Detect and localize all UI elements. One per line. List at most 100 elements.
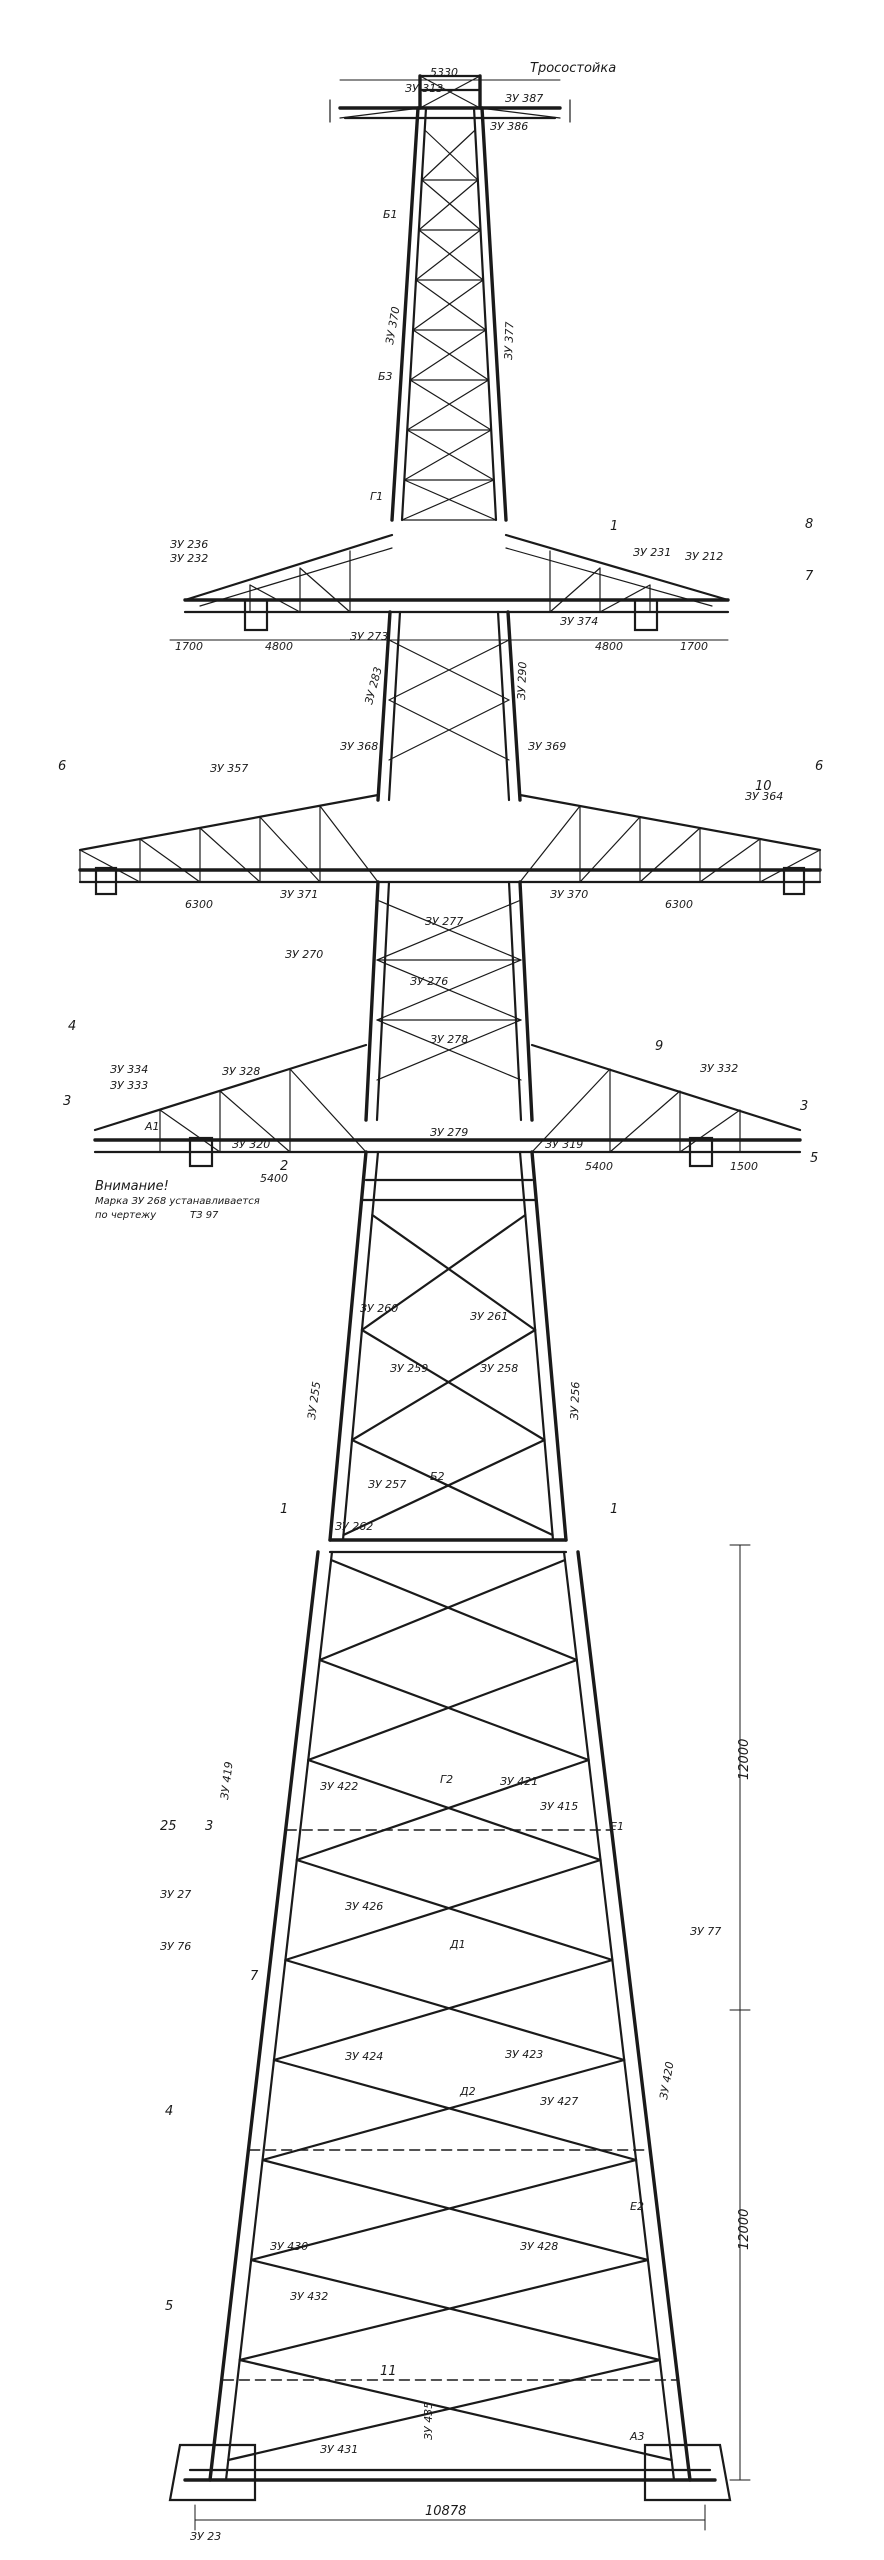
section-mark: 2 xyxy=(280,1159,288,1174)
part-label: ЗУ 320 xyxy=(232,1138,270,1151)
part-label: ЗУ 256 xyxy=(568,1381,582,1420)
part-label: ЗУ 368 xyxy=(340,740,378,753)
part-label: ЗУ 428 xyxy=(520,2240,558,2253)
part-label: Е1 xyxy=(610,1820,624,1833)
section-mark: 8 xyxy=(805,517,813,532)
section-mark: 10 xyxy=(755,779,772,794)
dim-arm2-right: 6300 xyxy=(665,898,693,911)
part-label: ЗУ 77 xyxy=(690,1925,721,1938)
part-label: ЗУ 370 xyxy=(550,888,588,901)
section-mark: 7 xyxy=(805,569,814,584)
part-label: ЗУ 357 xyxy=(210,762,248,775)
mast-segment-3 xyxy=(364,880,534,1122)
part-label: ЗУ 426 xyxy=(345,1900,383,1913)
part-label: ЗУ 427 xyxy=(540,2095,578,2108)
part-label: ЗУ 273 xyxy=(350,630,388,643)
dim-arm1-mid-left: 4800 xyxy=(265,640,293,653)
part-label: ЗУ 332 xyxy=(700,1062,738,1075)
part-label: ЗУ 334 xyxy=(110,1063,148,1076)
section-mark: 7 xyxy=(250,1969,259,1984)
part-label: ЗУ 276 xyxy=(410,975,448,988)
part-label: ЗУ 319 xyxy=(545,1138,583,1151)
middle-body xyxy=(328,1150,568,1554)
part-label: ЗУ 431 xyxy=(320,2443,358,2456)
part-label: ЗУ 290 xyxy=(515,661,529,700)
section-mark: 3 xyxy=(800,1099,808,1114)
upper-mast xyxy=(390,106,508,522)
section-mark: 4 xyxy=(165,2104,173,2119)
part-label: ЗУ 371 xyxy=(280,888,318,901)
dim-arm2-left: 6300 xyxy=(185,898,213,911)
part-label: ЗУ 420 xyxy=(657,2061,676,2101)
crossarm-1 xyxy=(183,533,730,632)
dim-arm3-outer: 1500 xyxy=(730,1160,758,1173)
part-label: ЗУ 387 xyxy=(505,92,543,105)
section-mark: 1 xyxy=(610,1502,618,1517)
part-label: Д1 xyxy=(449,1938,466,1951)
note-line-2: Марка ЗУ 268 устанавливается xyxy=(95,1196,260,1207)
section-mark: 5 xyxy=(810,1151,818,1166)
part-label: Б3 xyxy=(378,370,393,383)
part-label: ЗУ 430 xyxy=(270,2240,308,2253)
part-label: ЗУ 259 xyxy=(390,1362,428,1375)
part-label: Г2 xyxy=(440,1773,453,1786)
crossarm-2 xyxy=(78,793,822,896)
dim-arm3-right: 5400 xyxy=(585,1160,613,1173)
part-label: ЗУ 369 xyxy=(528,740,566,753)
peak-section xyxy=(329,74,571,123)
part-label: ЗУ 364 xyxy=(745,790,783,803)
part-label: ЗУ 260 xyxy=(360,1302,398,1315)
part-label: ЗУ 424 xyxy=(345,2050,383,2063)
dim-arm1-right: 1700 xyxy=(680,640,708,653)
dim-arm1-mid-right: 4800 xyxy=(595,640,623,653)
part-label: ЗУ 415 xyxy=(540,1800,578,1813)
part-label: ЗУ 386 xyxy=(490,120,528,133)
part-label: ЗУ 261 xyxy=(470,1310,508,1323)
mast-segment-2 xyxy=(376,610,522,802)
section-mark: 4 xyxy=(68,1019,76,1034)
part-label: ЗУ 333 xyxy=(110,1079,148,1092)
part-label: Б2 xyxy=(430,1470,445,1483)
part-label: ЗУ 313 xyxy=(405,82,443,95)
section-mark: 1 xyxy=(610,519,618,534)
part-label: ЗУ 377 xyxy=(502,321,516,360)
part-label: ЗУ 27 xyxy=(160,1888,191,1901)
note-line-3: по чертежу xyxy=(95,1210,157,1221)
section-mark: 5 xyxy=(165,2299,173,2314)
dim-height-lower: 12000 xyxy=(737,2209,752,2250)
part-label: ЗУ 277 xyxy=(425,915,463,928)
part-label: ЗУ 236 xyxy=(170,538,208,551)
part-label: ЗУ 374 xyxy=(560,615,598,628)
top-width-dim: 5330 xyxy=(430,66,458,79)
dim-base-width: 10878 xyxy=(425,2504,466,2519)
part-label: ЗУ 422 xyxy=(320,1780,358,1793)
part-label: Г1 xyxy=(370,490,383,503)
note-line-1: Внимание! xyxy=(95,1179,169,1194)
dim-height-upper: 12000 xyxy=(737,1739,752,1780)
note-line-4: ТЗ 97 xyxy=(190,1210,219,1221)
part-label: ЗУ 231 xyxy=(633,546,671,559)
part-label: А3 xyxy=(629,2430,645,2443)
part-label: Е2 xyxy=(630,2200,644,2213)
part-label: ЗУ 283 xyxy=(362,665,384,705)
section-mark: 1 xyxy=(280,1502,288,1517)
section-mark: 9 xyxy=(655,1039,663,1054)
top-label: Тросостойка xyxy=(530,61,616,76)
part-label: ЗУ 435 xyxy=(422,2402,435,2440)
part-label: Б1 xyxy=(383,208,398,221)
section-mark: 6 xyxy=(815,759,823,774)
section-mark: 3 xyxy=(205,1819,213,1834)
part-label: ЗУ 76 xyxy=(160,1940,191,1953)
part-label: ЗУ 370 xyxy=(383,306,402,346)
part-label: ЗУ 328 xyxy=(222,1065,260,1078)
upper-mast-bracing xyxy=(401,129,497,521)
dim-arm1-left: 1700 xyxy=(175,640,203,653)
part-label: ЗУ 270 xyxy=(285,948,323,961)
part-label: ЗУ 278 xyxy=(430,1033,468,1046)
lower-base xyxy=(168,1544,751,2531)
part-label: ЗУ 419 xyxy=(218,1761,236,1801)
section-mark: 3 xyxy=(63,1094,71,1109)
part-labels: ЗУ 313 ЗУ 387 ЗУ 386 ЗУ 370 ЗУ 377 ЗУ 23… xyxy=(110,82,783,2543)
